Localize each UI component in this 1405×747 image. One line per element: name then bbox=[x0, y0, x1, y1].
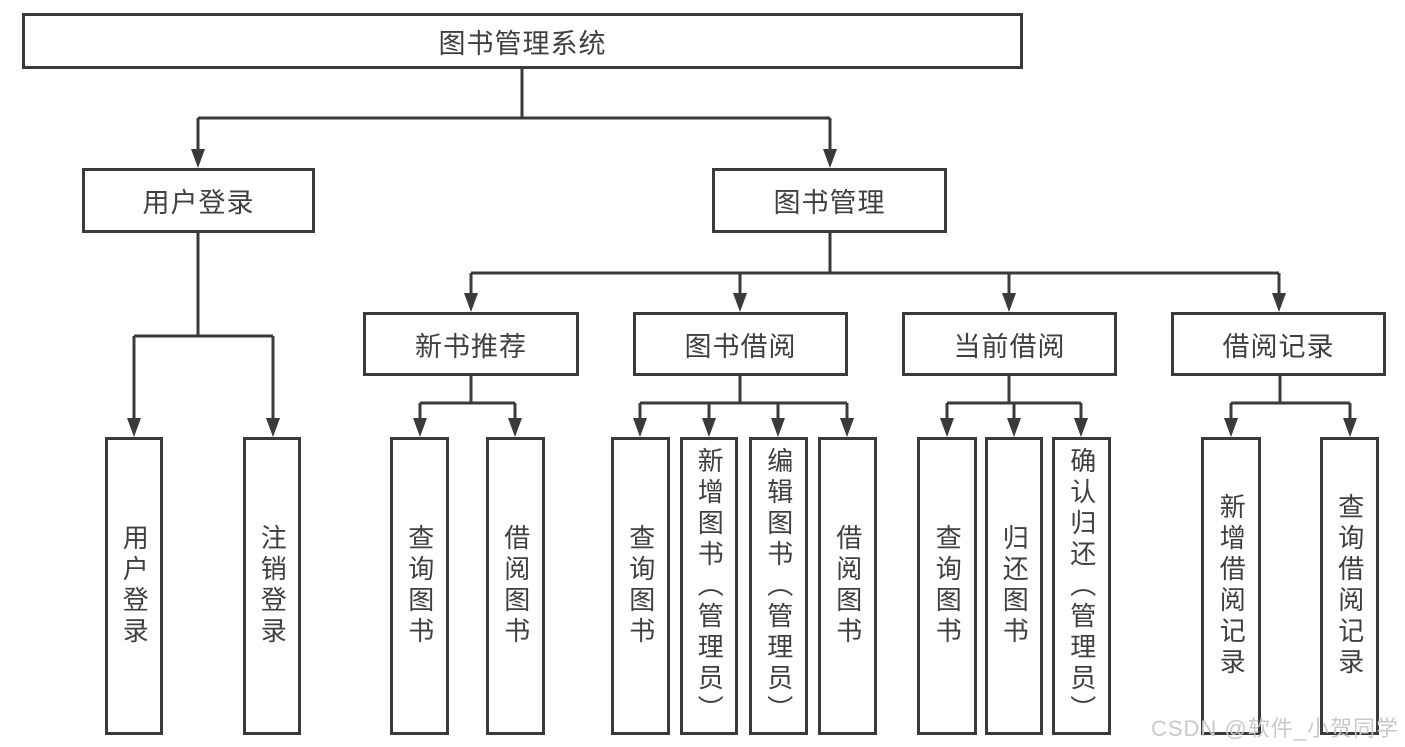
node-label: 借阅图书 bbox=[832, 524, 863, 648]
node-label: 图书借阅 bbox=[684, 331, 797, 362]
node-label: 确认归还（管理员） bbox=[1066, 446, 1097, 726]
node-label: 注销登录 bbox=[257, 524, 288, 648]
leaf-user-login: 用户登录 bbox=[105, 437, 163, 735]
node-user-login: 用户登录 bbox=[82, 168, 315, 233]
leaf-nbr-borrow-books: 借阅图书 bbox=[486, 437, 545, 735]
node-label: 编辑图书（管理员） bbox=[763, 446, 794, 726]
csdn-watermark: CSDN @软件_小贺同学 bbox=[1150, 716, 1399, 741]
leaf-logout: 注销登录 bbox=[243, 437, 301, 735]
node-label: 借阅记录 bbox=[1222, 331, 1335, 362]
leaf-bb-edit-books-admin: 编辑图书（管理员） bbox=[749, 437, 808, 735]
node-book-management: 图书管理 bbox=[712, 168, 947, 233]
leaf-bb-borrow-books: 借阅图书 bbox=[818, 437, 877, 735]
node-book-borrowing: 图书借阅 bbox=[633, 312, 848, 376]
arrow-heads bbox=[127, 149, 1357, 437]
node-new-book-recommend: 新书推荐 bbox=[363, 312, 579, 376]
leaf-br-add-record: 新增借阅记录 bbox=[1201, 437, 1261, 735]
node-label: 图书管理系统 bbox=[438, 28, 607, 59]
node-label: 用户登录 bbox=[119, 524, 150, 648]
tree-edges bbox=[132, 69, 1352, 421]
node-label: 用户登录 bbox=[142, 188, 255, 218]
node-label: 当前借阅 bbox=[953, 331, 1066, 362]
node-label: 查询图书 bbox=[625, 524, 656, 648]
node-label: 借阅图书 bbox=[500, 524, 531, 648]
leaf-bb-add-books-admin: 新增图书（管理员） bbox=[680, 437, 738, 735]
leaf-cb-confirm-return-admin: 确认归还（管理员） bbox=[1052, 437, 1111, 735]
leaf-cb-return-books: 归还图书 bbox=[985, 437, 1043, 735]
node-label: 查询图书 bbox=[932, 524, 963, 648]
leaf-cb-query-books: 查询图书 bbox=[917, 437, 977, 735]
node-borrowing-records: 借阅记录 bbox=[1171, 312, 1386, 376]
node-label: 查询图书 bbox=[404, 524, 435, 648]
node-label: 查询借阅记录 bbox=[1334, 493, 1365, 679]
node-current-borrowing: 当前借阅 bbox=[902, 312, 1117, 376]
node-label: 归还图书 bbox=[999, 524, 1030, 648]
leaf-br-query-record: 查询借阅记录 bbox=[1320, 437, 1379, 735]
leaf-nbr-query-books: 查询图书 bbox=[390, 437, 449, 735]
node-library-management-system: 图书管理系统 bbox=[22, 13, 1023, 69]
node-label: 新增图书（管理员） bbox=[694, 446, 725, 726]
leaf-bb-query-books: 查询图书 bbox=[611, 437, 670, 735]
node-label: 新增借阅记录 bbox=[1216, 493, 1247, 679]
node-label: 新书推荐 bbox=[415, 331, 527, 362]
node-label: 图书管理 bbox=[773, 188, 886, 218]
